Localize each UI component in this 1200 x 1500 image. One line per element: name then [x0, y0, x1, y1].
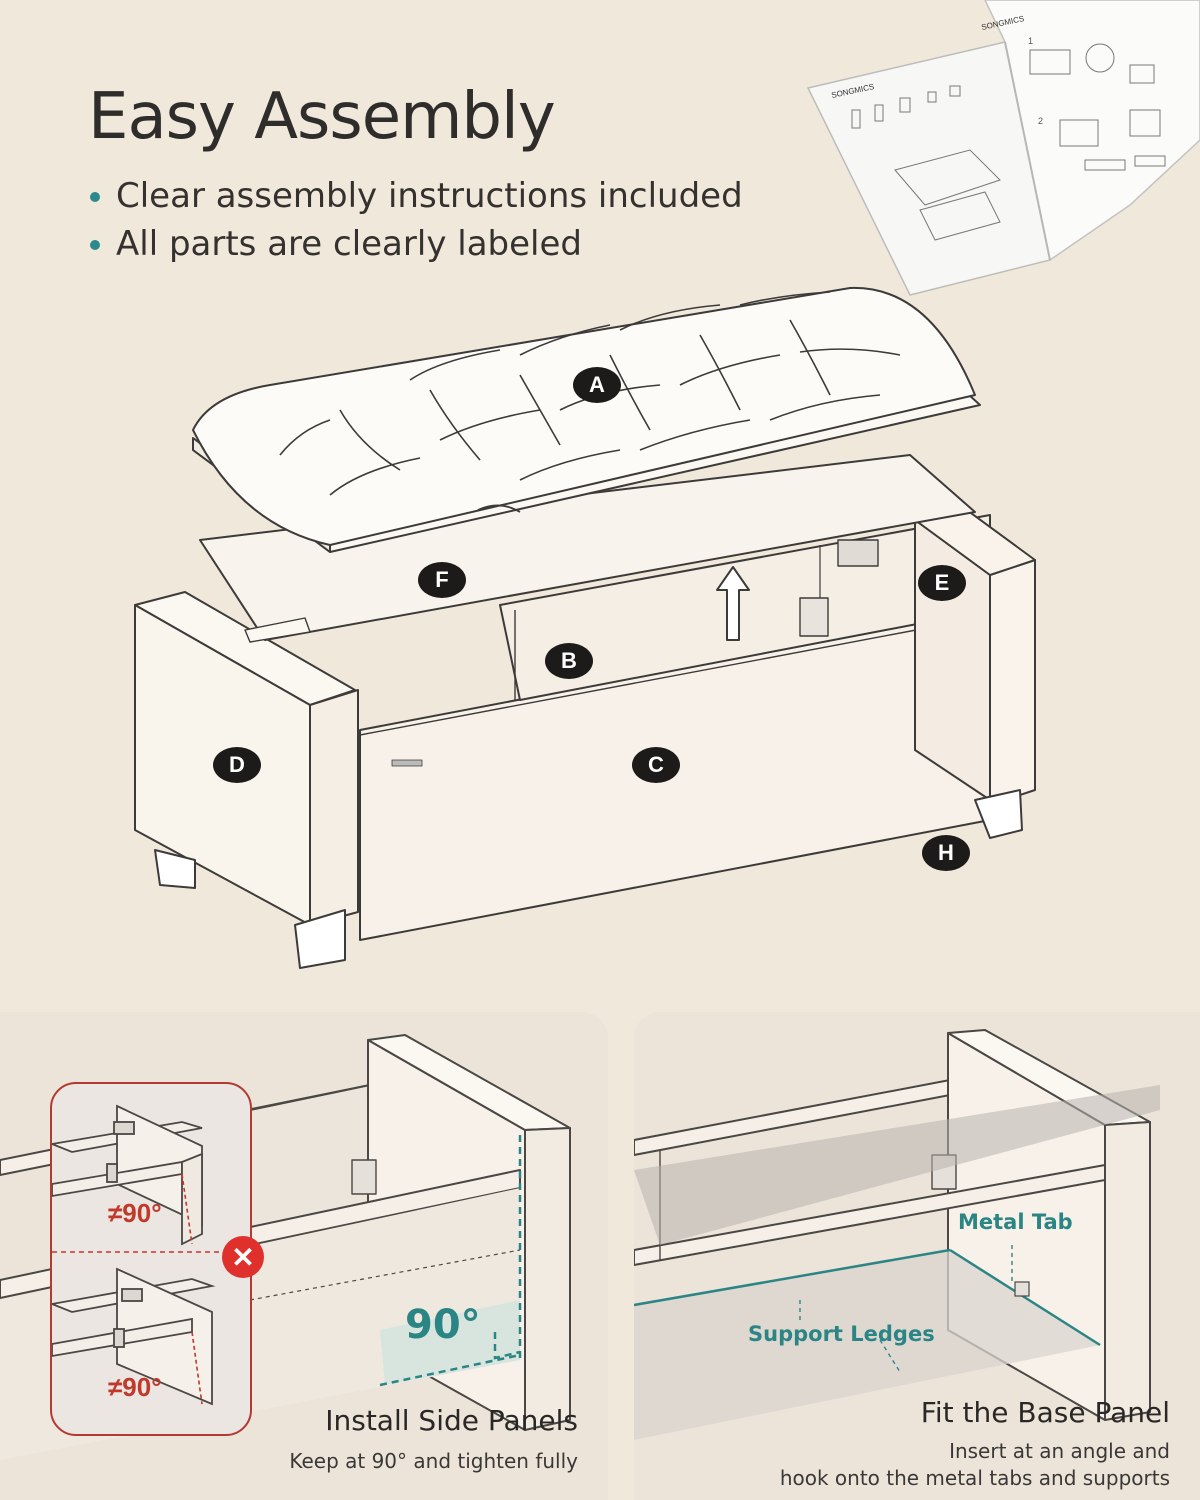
feature-item: All parts are clearly labeled	[90, 220, 743, 268]
wrong-angle-label: ≠90°	[108, 1372, 162, 1402]
instruction-manual-image: SONGMICS SONGMICS 1 2	[806, 0, 1200, 296]
reject-icon: ✕	[222, 1236, 264, 1278]
right-panel-title: Fit the Base Panel	[920, 1396, 1170, 1429]
part-label-c: C	[632, 747, 680, 783]
left-panel-title: Install Side Panels	[325, 1404, 578, 1437]
metal-tab-label: Metal Tab	[958, 1210, 1073, 1234]
right-panel-subtitle-line1: Insert at an angle and	[949, 1439, 1170, 1463]
part-label-f: F	[418, 562, 466, 598]
wrong-angle-illustration	[52, 1104, 250, 1406]
feature-item: Clear assembly instructions included	[90, 172, 743, 220]
left-panel-subtitle: Keep at 90° and tighten fully	[289, 1449, 578, 1473]
support-ledges-label: Support Ledges	[748, 1322, 935, 1346]
right-panel-subtitle-line2: hook onto the metal tabs and supports	[779, 1466, 1170, 1490]
part-label-d: D	[213, 747, 261, 783]
base-panel-illustration	[634, 1029, 1160, 1440]
part-label-b: B	[545, 643, 593, 679]
manual-page-number: 2	[1038, 116, 1043, 126]
part-label-h: H	[922, 835, 970, 871]
hero-section: Easy Assembly Clear assembly instruction…	[88, 0, 1200, 969]
correct-angle-label: 90°	[405, 1302, 481, 1348]
manual-page-number: 1	[1028, 36, 1033, 46]
part-label-a: A	[573, 367, 621, 403]
part-label-e: E	[918, 565, 966, 601]
wrong-angle-label: ≠90°	[108, 1198, 162, 1228]
page-title: Easy Assembly	[88, 80, 556, 154]
feature-list: Clear assembly instructions included All…	[90, 172, 743, 268]
install-side-panels-card: ≠90° ≠90° ✕ 90° Install Side Panels Keep…	[0, 1012, 608, 1500]
fit-base-panel-card: Metal Tab Support Ledges Fit the Base Pa…	[634, 1012, 1200, 1500]
